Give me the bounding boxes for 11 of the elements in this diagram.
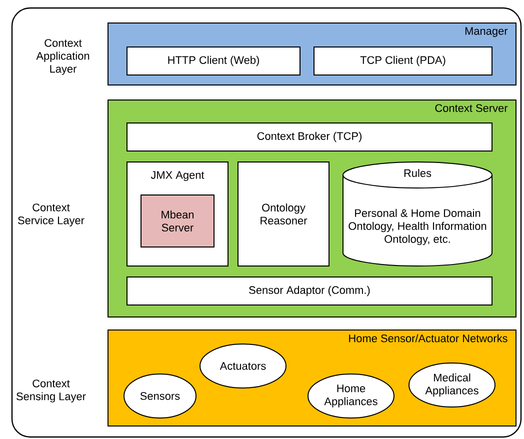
component-box: Context Broker (TCP) — [126, 122, 492, 152]
layer-label: Context Service Layer — [18, 204, 84, 226]
component-box: TCP Client (PDA) — [314, 46, 492, 76]
component-box: Mbean Server — [140, 194, 214, 248]
component-box: HTTP Client (Web) — [126, 46, 300, 76]
component-box: Sensor Adaptor (Comm.) — [126, 276, 492, 306]
layer-label: Context Application Layer — [36, 39, 90, 75]
outer-frame — [11, 7, 522, 438]
layer-label: Context Sensing Layer — [16, 380, 86, 402]
database-cylinder: Rules Personal & Home Domain Ontology, Health Information Ontology, etc. — [342, 162, 492, 266]
component-box: Ontology Reasoner — [238, 162, 330, 266]
